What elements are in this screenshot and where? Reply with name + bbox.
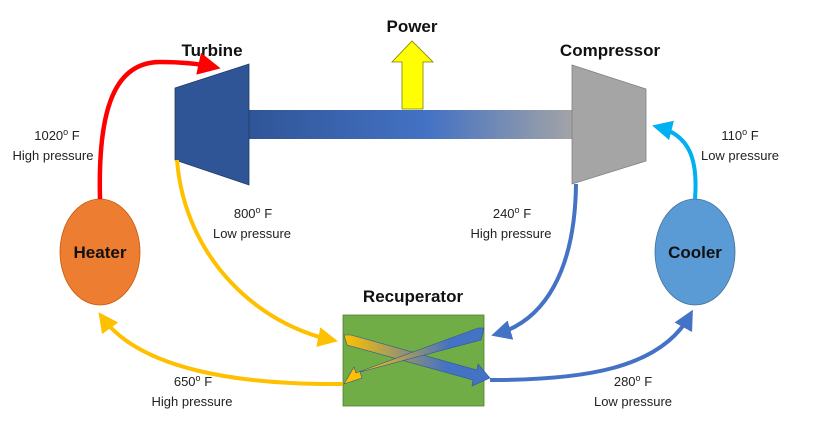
compressor-shape: [571, 64, 647, 185]
svg-text:110o F: 110o F: [721, 127, 758, 143]
compressor-label: Compressor: [560, 41, 661, 60]
stream-recuperator-to-heater: [98, 312, 344, 387]
svg-text:650o F: 650o F: [174, 373, 212, 389]
stream-recuperator-to-cooler: [489, 309, 693, 382]
recuperator-cold-stream-arrow: [343, 327, 485, 385]
svg-text:240o F: 240o F: [493, 205, 531, 221]
condition-turbine-to-recuperator: 800o F Low pressure: [213, 205, 291, 241]
condition-cooler-to-compressor: 110o F Low pressure: [701, 127, 779, 163]
stream-compressor-to-recuperator: [491, 183, 578, 340]
svg-text:Low pressure: Low pressure: [594, 394, 672, 409]
svg-text:1020o F: 1020o F: [34, 127, 80, 143]
turbine-label: Turbine: [181, 41, 242, 60]
stream-heater-to-turbine: [97, 52, 221, 200]
condition-compressor-to-recuperator: 240o F High pressure: [471, 205, 552, 241]
condition-heater-to-turbine: 1020o F High pressure: [13, 127, 94, 163]
recuperator: [342, 314, 485, 407]
shaft: [248, 110, 576, 139]
condition-recuperator-to-cooler: 280o F Low pressure: [594, 373, 672, 409]
stream-cooler-to-compressor: [652, 120, 698, 200]
svg-text:280o F: 280o F: [614, 373, 652, 389]
condition-recuperator-to-heater: 650o F High pressure: [152, 373, 233, 409]
svg-text:Low pressure: Low pressure: [701, 148, 779, 163]
stream-turbine-to-recuperator: [175, 159, 338, 347]
power-arrow-icon: [391, 40, 434, 110]
recuperator-label: Recuperator: [363, 287, 464, 306]
svg-text:High pressure: High pressure: [471, 226, 552, 241]
svg-text:High pressure: High pressure: [152, 394, 233, 409]
cooler-label: Cooler: [668, 243, 722, 262]
svg-text:800o F: 800o F: [234, 205, 272, 221]
turbine-shape: [174, 63, 250, 186]
power-label: Power: [386, 17, 437, 36]
heater-label: Heater: [74, 243, 127, 262]
svg-text:Low pressure: Low pressure: [213, 226, 291, 241]
svg-text:High pressure: High pressure: [13, 148, 94, 163]
